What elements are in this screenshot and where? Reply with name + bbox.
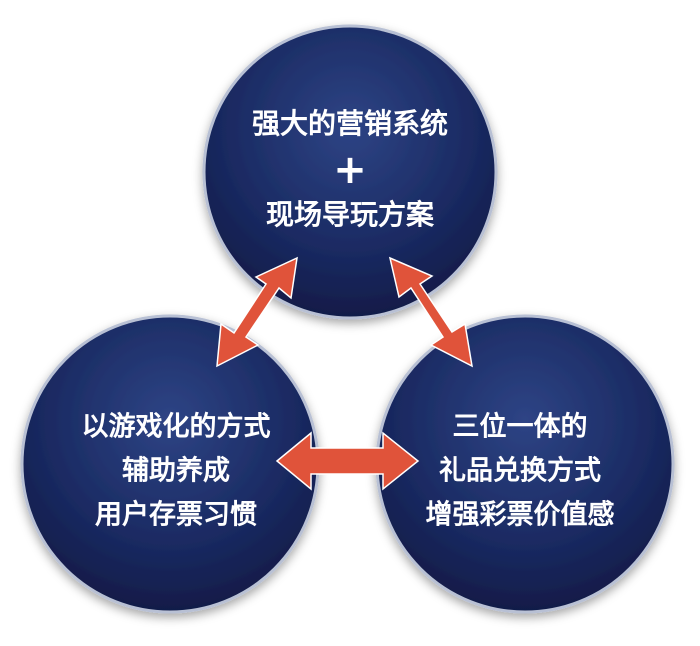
- arrow-left-right: [275, 431, 420, 491]
- right-node-line3: 增强彩票价值感: [426, 499, 615, 531]
- arrow-top-right: [388, 256, 473, 368]
- left-node-line2: 辅助养成: [122, 455, 230, 487]
- circle-top: [202, 24, 498, 320]
- arrow-top-left: [216, 256, 298, 368]
- right-node-line2: 礼品兑换方式: [439, 455, 601, 487]
- left-node-line1: 以游戏化的方式: [82, 411, 271, 443]
- left-node-line3: 用户存票习惯: [95, 499, 257, 531]
- top-node-line1: 强大的营销系统: [252, 107, 448, 140]
- right-node-line1: 三位一体的: [453, 411, 588, 443]
- top-node-line3: 现场导玩方案: [266, 198, 435, 231]
- top-node-plus: +: [333, 147, 367, 193]
